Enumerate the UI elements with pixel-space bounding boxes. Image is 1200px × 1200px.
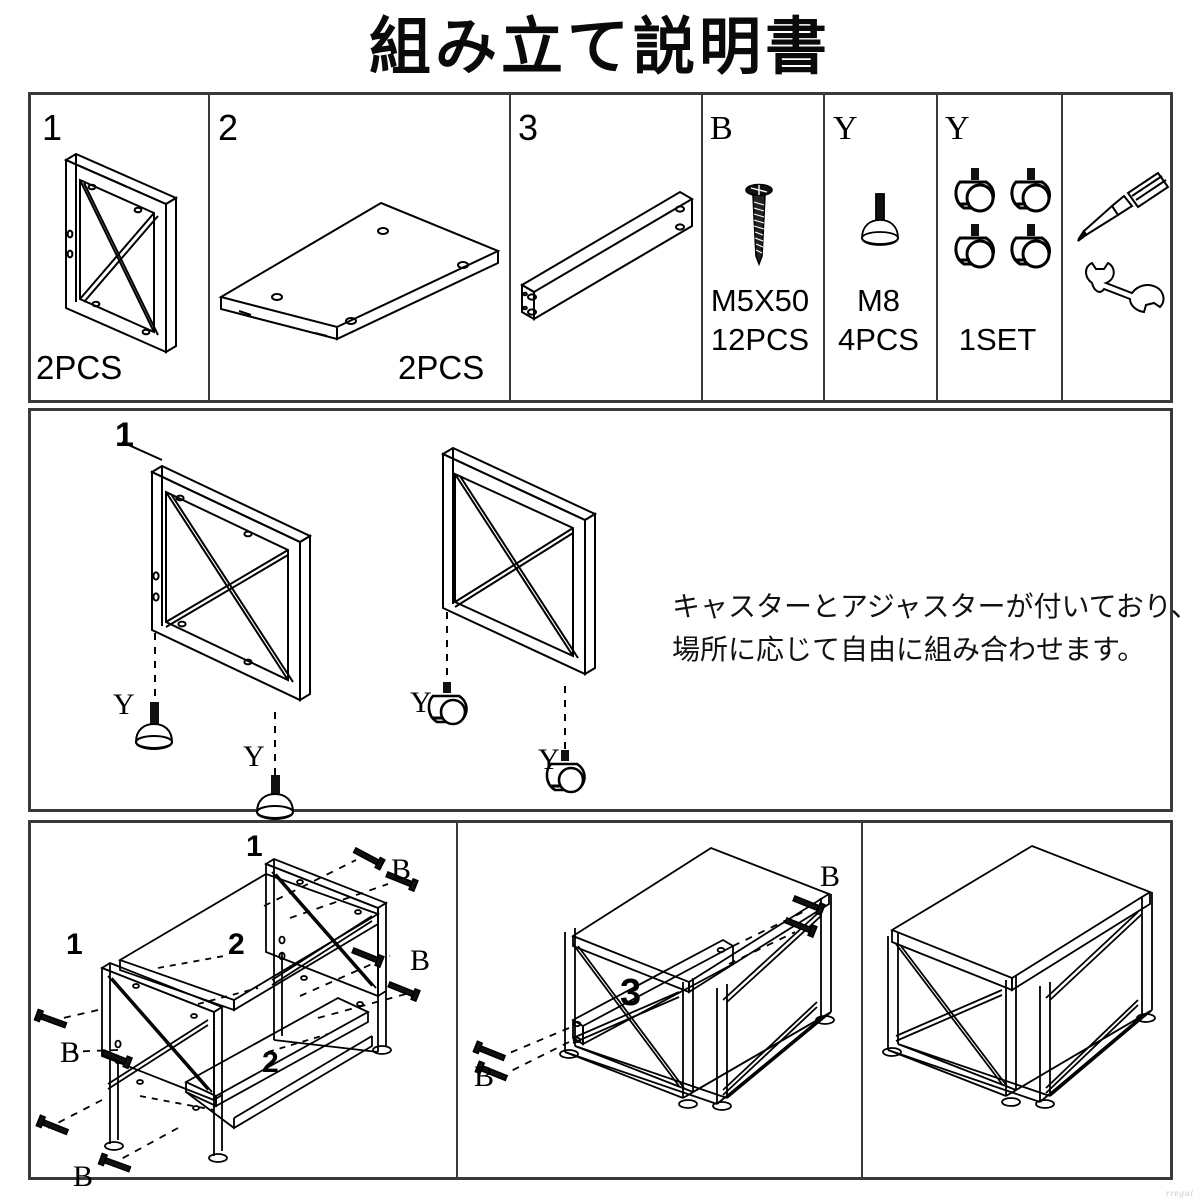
- step2-diagram: [465, 832, 845, 1177]
- note-line-1: キャスターとアジャスターが付いており、: [672, 590, 1199, 623]
- step1-screw-label-1: B: [391, 853, 412, 886]
- part-code-B: B: [710, 110, 733, 147]
- step1-frame-label-top: 1: [246, 830, 263, 863]
- part-qty-1: 2PCS: [36, 349, 123, 386]
- adjuster-foot-icon: [852, 190, 908, 252]
- caster-label-1: Y: [410, 686, 432, 719]
- adjuster-label-1: Y: [113, 688, 135, 721]
- step1-screw-label-2: B: [410, 944, 431, 977]
- parts-table-divider-2: [509, 95, 511, 400]
- step1-board-label-bottom: 2: [262, 1046, 279, 1079]
- parts-table-divider-3: [701, 95, 703, 400]
- parts-table-divider-6: [1061, 95, 1063, 400]
- flat-board-icon: [215, 185, 505, 341]
- tools-icon: [1072, 165, 1177, 335]
- step2-screw-label-1: B: [820, 860, 841, 893]
- step1-board-label-top: 2: [228, 928, 245, 961]
- step1-screw-label-4: B: [73, 1160, 94, 1193]
- part-code-1: 1: [42, 107, 63, 148]
- part-code-Y-caster: Y: [945, 110, 970, 147]
- adjuster-label-2: Y: [243, 740, 265, 773]
- support-bar-icon: [510, 182, 695, 327]
- frame-with-adjusters-diagram: [100, 430, 390, 821]
- frame-label-left: 1: [115, 416, 134, 454]
- caster-label-2: Y: [538, 743, 560, 776]
- part-code-Y-adjuster: Y: [833, 110, 858, 147]
- frame-with-casters-diagram: [425, 432, 675, 794]
- step1-exploded-diagram: [33, 828, 438, 1178]
- part-spec-Y-adjuster: M8: [856, 283, 901, 318]
- x-brace-frame-icon: [48, 142, 198, 367]
- page-title: 組み立て説明書: [368, 10, 831, 83]
- step1-frame-label-left: 1: [66, 928, 83, 961]
- part-qty-B: 12PCS: [710, 322, 810, 357]
- step1-screw-label-3: B: [60, 1036, 81, 1069]
- part-spec-B: M5X50: [710, 283, 810, 318]
- step2-bar-label: 3: [620, 972, 642, 1014]
- caster-wheel-icon: [952, 166, 1064, 278]
- frame-options-panel: [28, 408, 1173, 812]
- parts-table-divider-5: [936, 95, 938, 400]
- part-code-2: 2: [218, 107, 239, 148]
- part-qty-2: 2PCS: [398, 349, 485, 386]
- note-line-2: 場所に応じて自由に組み合わせます。: [672, 633, 1146, 666]
- part-qty-Y-adjuster: 4PCS: [838, 322, 919, 357]
- step2-screw-label-2: B: [474, 1060, 495, 1093]
- step-divider-2: [861, 823, 863, 1177]
- screw-icon: [735, 182, 783, 272]
- step3-finished-diagram: [872, 838, 1172, 1168]
- step-panels: [28, 820, 1173, 1180]
- parts-table-divider-1: [208, 95, 210, 400]
- parts-table-divider-4: [823, 95, 825, 400]
- part-code-3: 3: [518, 107, 539, 148]
- step-divider-1: [456, 823, 458, 1177]
- watermark: rregal: [1165, 1188, 1194, 1198]
- part-qty-Y-caster: 1SET: [958, 322, 1037, 357]
